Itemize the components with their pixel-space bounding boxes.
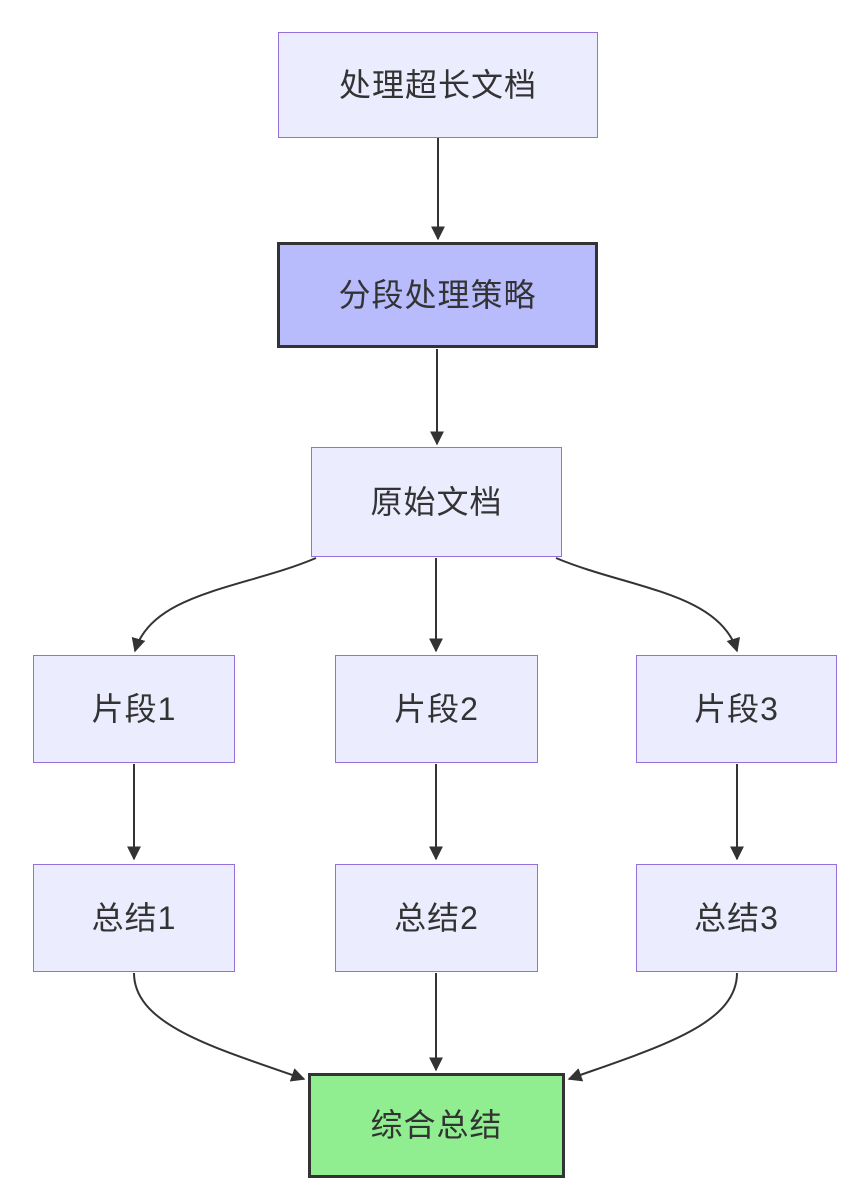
node-process-long-doc: 处理超长文档	[278, 32, 598, 138]
node-fragment-2: 片段2	[335, 655, 538, 763]
edge-G-J	[133, 972, 306, 1082]
edge-C-F	[555, 557, 740, 653]
node-label: 片段2	[394, 690, 479, 727]
node-summary-2: 总结2	[335, 864, 538, 972]
node-original-doc: 原始文档	[311, 447, 562, 557]
node-segment-strategy: 分段处理策略	[277, 242, 598, 348]
node-label: 处理超长文档	[338, 66, 537, 103]
edge-I-J	[567, 972, 738, 1082]
node-summary-3: 总结3	[636, 864, 837, 972]
node-label: 综合总结	[370, 1107, 503, 1144]
node-label: 原始文档	[370, 483, 503, 520]
node-label: 分段处理策略	[338, 276, 537, 313]
edge-C-D	[131, 557, 317, 653]
node-label: 片段3	[694, 690, 779, 727]
node-fragment-1: 片段1	[33, 655, 235, 763]
node-label: 总结1	[91, 899, 177, 936]
node-fragment-3: 片段3	[636, 655, 837, 763]
node-final-summary: 综合总结	[308, 1073, 565, 1178]
node-summary-1: 总结1	[33, 864, 235, 972]
node-label: 总结3	[694, 899, 779, 936]
node-label: 总结2	[394, 899, 479, 936]
node-label: 片段1	[91, 690, 177, 727]
